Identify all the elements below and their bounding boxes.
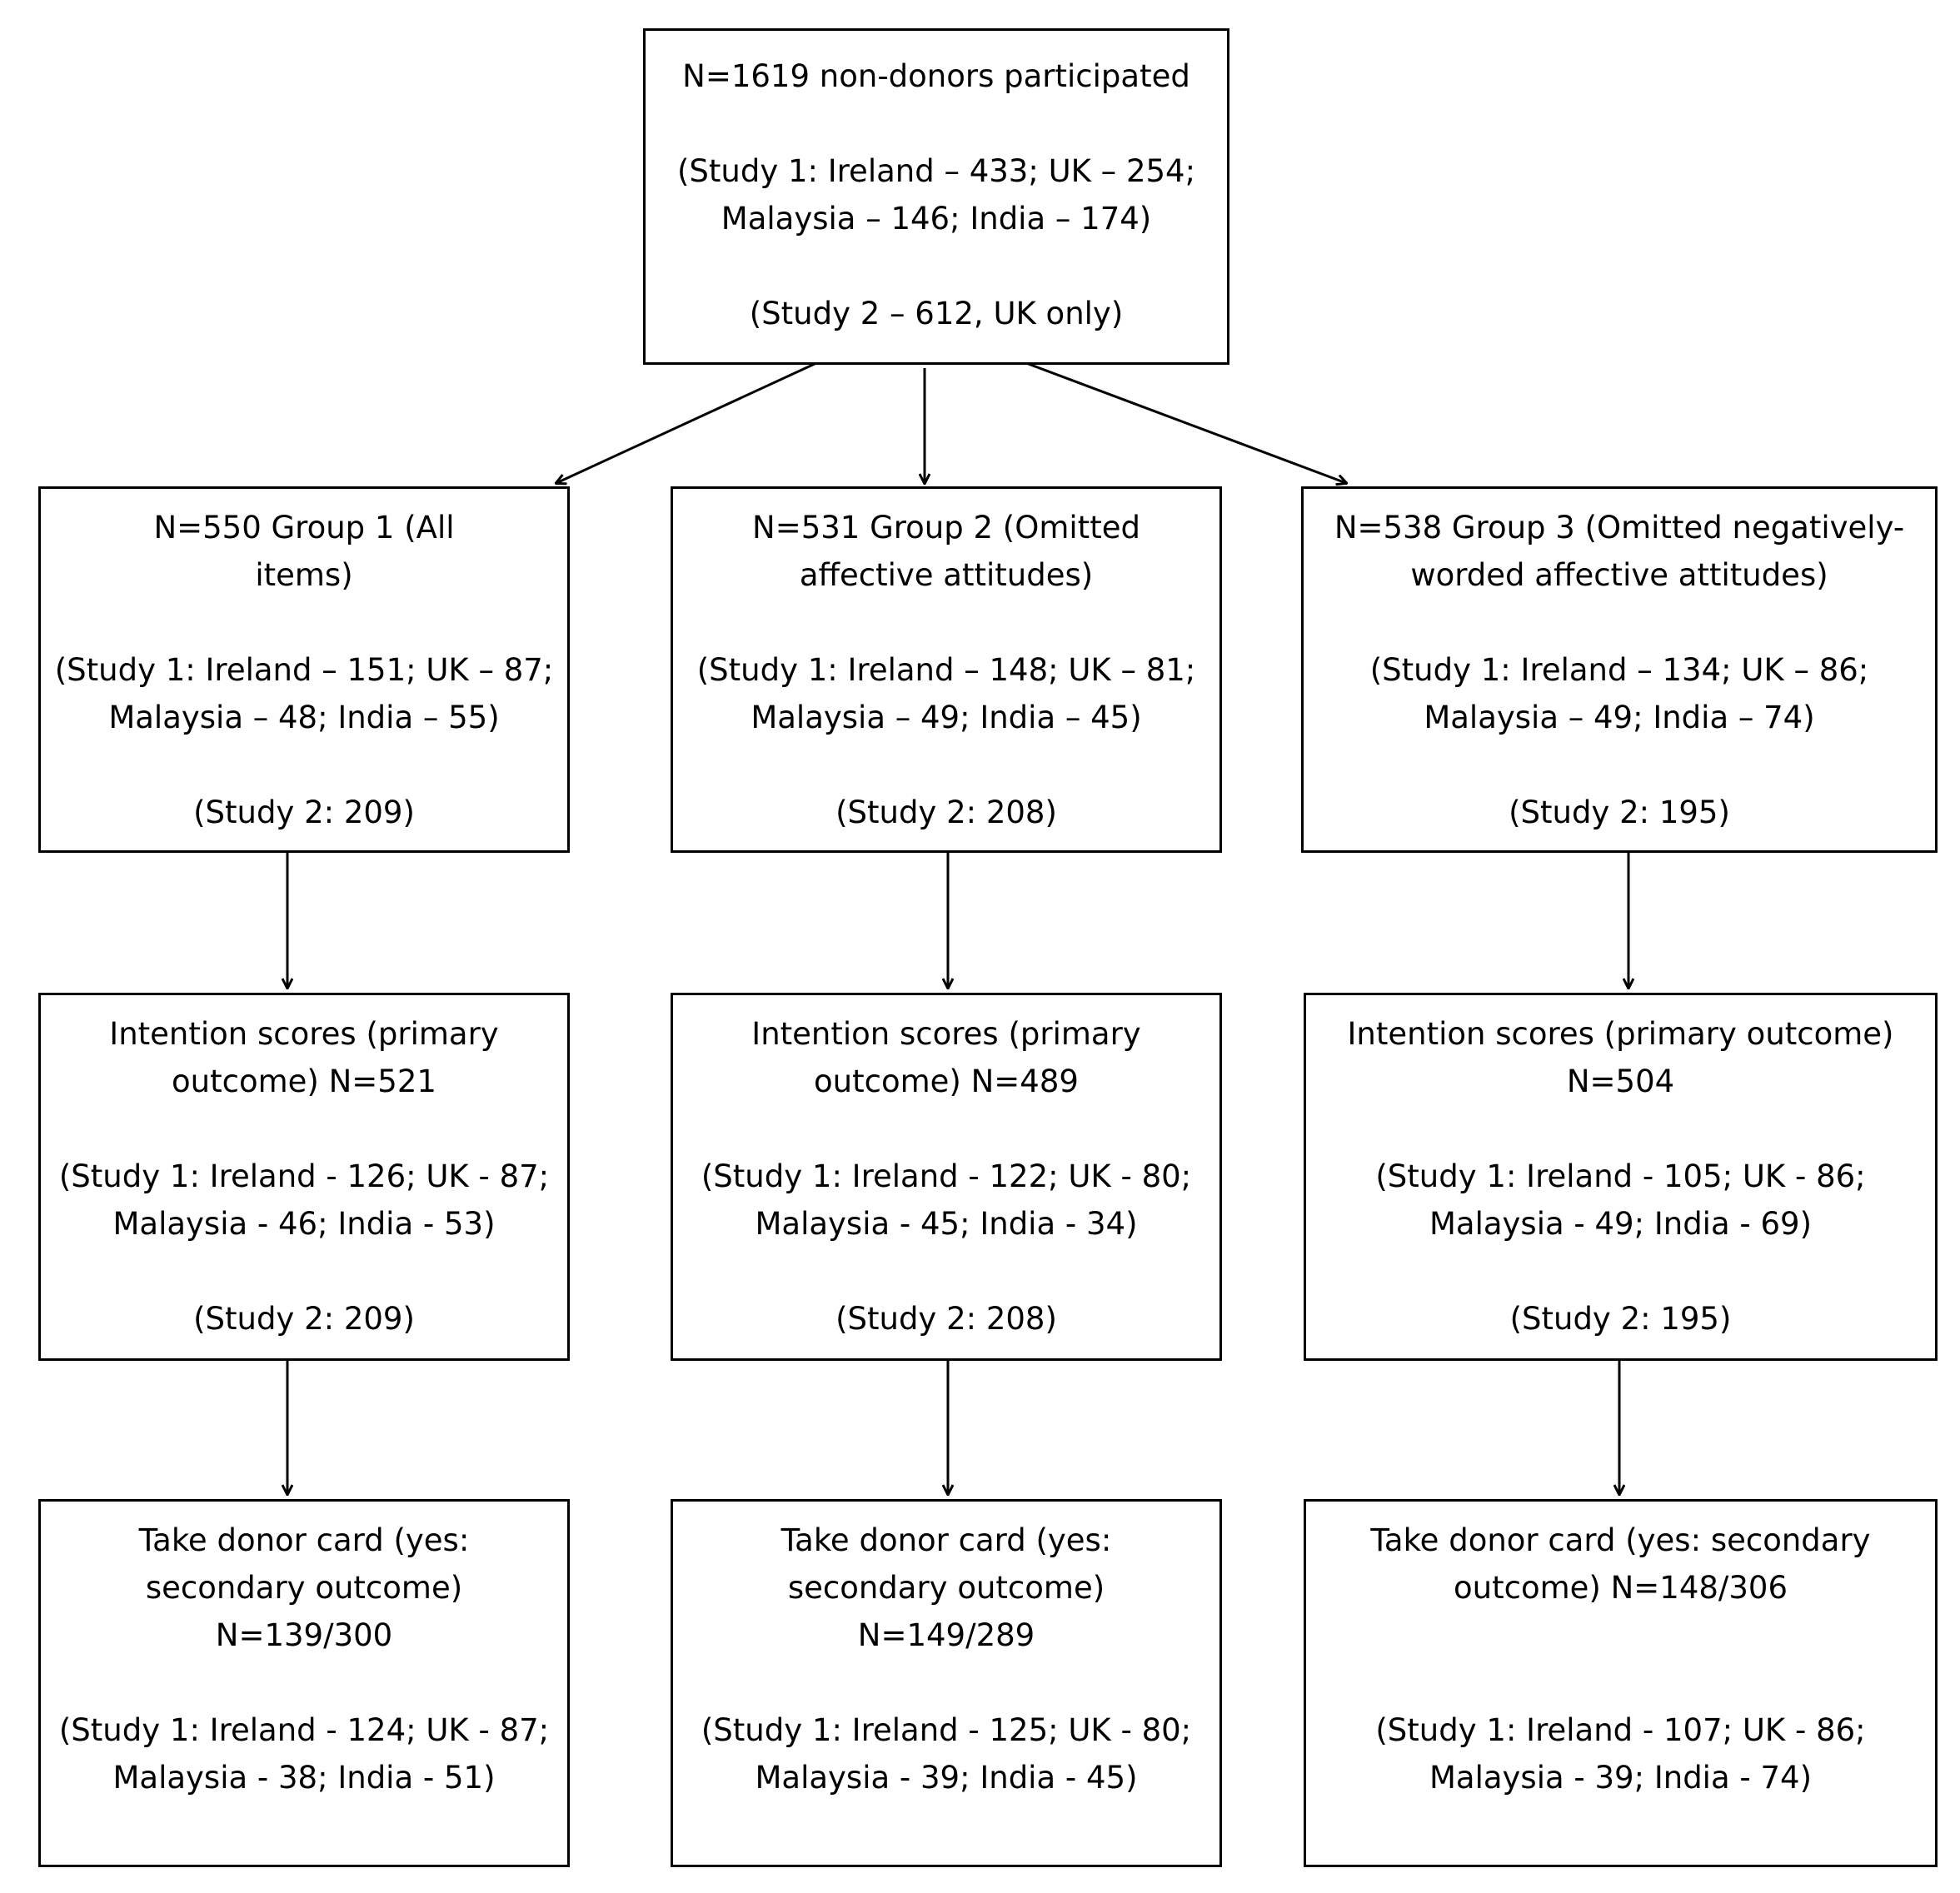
donor-card-3-study1: (Study 1: Ireland - 107; UK - 86; Malays… (1375, 1712, 1866, 1796)
intention-1-box: Intention scores (primary outcome) N=521… (38, 993, 570, 1361)
intention-1-study2: (Study 2: 209) (193, 1301, 415, 1337)
participants-box: N=1619 non-donors participated (Study 1:… (643, 28, 1229, 365)
arrow-top-to-group1 (556, 361, 817, 483)
intention-1-study1: (Study 1: Ireland - 126; UK - 87; Malays… (58, 1158, 550, 1242)
group-2-study2: (Study 2: 208) (835, 795, 1057, 830)
intention-2-box: Intention scores (primary outcome) N=489… (671, 993, 1222, 1361)
donor-card-1-study1: (Study 1: Ireland - 124; UK - 87; Malays… (58, 1712, 550, 1796)
group-3-study1: (Study 1: Ireland – 134; UK – 86; Malays… (1369, 652, 1869, 735)
intention-3-study1: (Study 1: Ireland - 105; UK - 86; Malays… (1375, 1158, 1866, 1242)
intention-3-box: Intention scores (primary outcome) N=504… (1304, 993, 1938, 1361)
donor-card-3-box: Take donor card (yes: secondary outcome)… (1304, 1499, 1938, 1867)
group-1-study2: (Study 2: 209) (193, 795, 415, 830)
donor-card-1-title: Take donor card (yes: secondary outcome)… (138, 1522, 470, 1653)
group-1-box: N=550 Group 1 (All items) (Study 1: Irel… (38, 486, 570, 853)
donor-card-2-title: Take donor card (yes: secondary outcome)… (781, 1522, 1112, 1653)
intention-1-title: Intention scores (primary outcome) N=521 (109, 1016, 499, 1099)
group-2-title: N=531 Group 2 (Omitted affective attitud… (752, 510, 1140, 593)
group-1-study1: (Study 1: Ireland – 151; UK – 87; Malays… (54, 652, 554, 735)
group-2-study1: (Study 1: Ireland – 148; UK – 81; Malays… (696, 652, 1196, 735)
group-2-box: N=531 Group 2 (Omitted affective attitud… (671, 486, 1222, 853)
group-1-title: N=550 Group 1 (All items) (153, 510, 455, 593)
participants-title: N=1619 non-donors participated (682, 58, 1190, 94)
donor-card-3-title: Take donor card (yes: secondary outcome)… (1370, 1522, 1871, 1606)
group-3-title: N=538 Group 3 (Omitted negatively-worded… (1334, 510, 1905, 593)
donor-card-2-study1: (Study 1: Ireland - 125; UK - 80; Malays… (701, 1712, 1192, 1796)
intention-3-title: Intention scores (primary outcome) N=504 (1347, 1016, 1894, 1099)
intention-2-study1: (Study 1: Ireland - 122; UK - 80; Malays… (701, 1158, 1192, 1242)
intention-2-title: Intention scores (primary outcome) N=489 (751, 1016, 1141, 1099)
participants-study1: (Study 1: Ireland – 433; UK – 254; Malay… (676, 153, 1196, 237)
group-3-study2: (Study 2: 195) (1509, 795, 1730, 830)
donor-card-2-box: Take donor card (yes: secondary outcome)… (671, 1499, 1222, 1867)
intention-3-study2: (Study 2: 195) (1509, 1301, 1732, 1337)
participants-study2: (Study 2 – 612, UK only) (749, 296, 1124, 331)
arrow-top-to-group3 (1025, 361, 1346, 483)
intention-2-study2: (Study 2: 208) (835, 1301, 1057, 1337)
group-3-box: N=538 Group 3 (Omitted negatively-worded… (1301, 486, 1938, 853)
donor-card-1-box: Take donor card (yes: secondary outcome)… (38, 1499, 570, 1867)
